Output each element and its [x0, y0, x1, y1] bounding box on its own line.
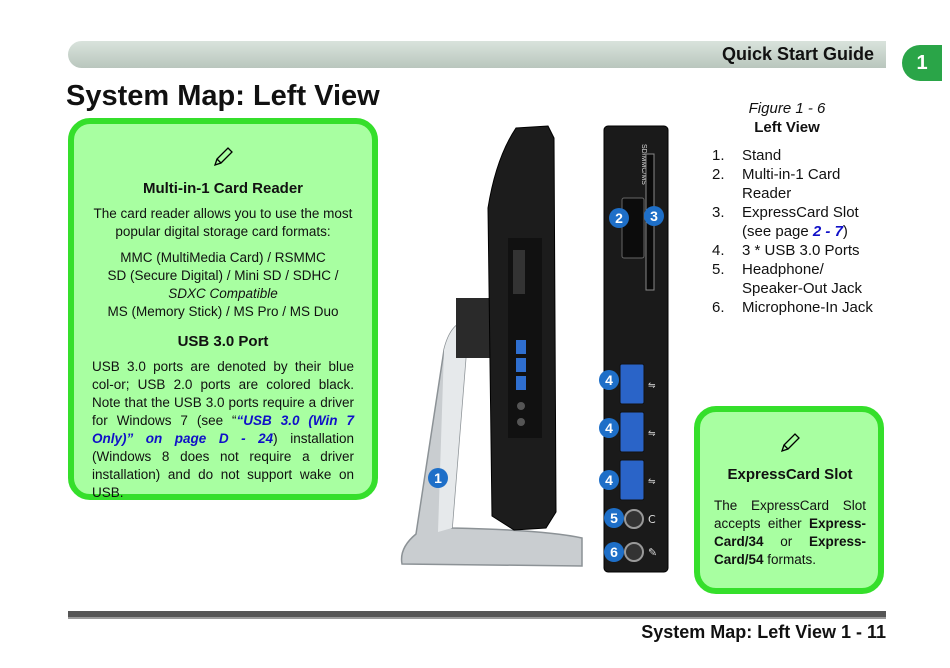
list-item: 6.Microphone-In Jack — [712, 299, 873, 316]
card-format-4: MS (Memory Stick) / MS Pro / MS Duo — [107, 304, 339, 319]
list-item: 5.Headphone/ Speaker-Out Jack — [712, 261, 863, 297]
figure-title: Left View — [754, 119, 820, 136]
usb-port-2[interactable] — [619, 411, 645, 453]
figure-legend: 1.Stand 2.Multi-in-1 Card Reader 3. Expr… — [712, 146, 882, 317]
svg-text:4: 4 — [605, 372, 613, 388]
audio-jack-small-2 — [517, 418, 525, 426]
card-format-2: SD (Secure Digital) / Mini SD / SDHC / — [107, 268, 339, 283]
card-format-1: MMC (MultiMedia Card) / RSMMC — [120, 250, 326, 265]
usb-driver-link[interactable]: “USB 3.0 (Win 7 Only)” on page D - 24 — [92, 413, 354, 446]
usb-icon: ⇋ — [648, 477, 656, 487]
svg-text:1: 1 — [434, 470, 442, 486]
headphone-icon: C — [648, 513, 656, 526]
list-item: 1.Stand — [712, 147, 782, 164]
microphone-jack[interactable] — [624, 542, 644, 562]
card-slot-small — [513, 250, 525, 294]
card-reader-slot[interactable] — [621, 197, 645, 259]
headphone-jack[interactable] — [624, 509, 644, 529]
list-item: 4.3 * USB 3.0 Ports — [712, 242, 860, 259]
usb-text-after: ) installation (Windows 8 does not requi… — [92, 431, 354, 500]
pencil-icon — [92, 146, 354, 174]
usb-port-3[interactable] — [619, 459, 645, 501]
callout-4c: 4 — [599, 470, 619, 490]
usb-icon: ⇋ — [648, 381, 656, 391]
list-item: 2.Multi-in-1 Card Reader — [712, 166, 841, 202]
header-title: Quick Start Guide — [721, 44, 874, 64]
callout-6: 6 — [604, 542, 624, 562]
svg-text:3: 3 — [650, 208, 658, 224]
callout-3: 3 — [644, 206, 664, 226]
usb-port-small-1 — [516, 340, 526, 354]
pencil-icon — [714, 432, 866, 460]
callout-4a: 4 — [599, 370, 619, 390]
svg-text:5: 5 — [610, 510, 618, 526]
card-reader-note: Multi-in-1 Card Reader The card reader a… — [68, 118, 378, 500]
footer-page-label: System Map: Left View 1 - 11 — [641, 622, 886, 642]
expresscard-text: The ExpressCard Slot accepts either Expr… — [714, 498, 866, 567]
usb-text-before: USB 3.0 ports are denoted by their blue … — [92, 359, 354, 428]
audio-jack-small-1 — [517, 402, 525, 410]
card-reader-heading: Multi-in-1 Card Reader — [142, 180, 304, 197]
port-closeup-panel — [603, 125, 669, 573]
usb-heading: USB 3.0 Port — [177, 333, 269, 350]
usb-port-1[interactable] — [619, 363, 645, 405]
expresscard-page-link[interactable]: 2 - 7 — [812, 223, 843, 240]
svg-text:2: 2 — [615, 210, 623, 226]
usb-icon: ⇋ — [648, 429, 656, 439]
callout-2: 2 — [609, 208, 629, 228]
usb-port-small-3 — [516, 376, 526, 390]
svg-text:4: 4 — [605, 472, 613, 488]
card-format-3: SDXC Compatible — [168, 286, 278, 301]
device-left-view-image: SD/MMC/MS ⇋ ⇋ ⇋ C ✎ 1 2 3 4 4 4 5 6 — [400, 125, 669, 573]
figure-number: Figure 1 - 6 — [748, 100, 826, 117]
expresscard-note: ExpressCard Slot The ExpressCard Slot ac… — [694, 406, 884, 594]
callout-4b: 4 — [599, 418, 619, 438]
chapter-tab: 1 — [902, 45, 942, 81]
microphone-icon: ✎ — [648, 546, 657, 559]
svg-text:6: 6 — [610, 544, 618, 560]
expresscard-heading: ExpressCard Slot — [727, 466, 853, 483]
figure-caption: Figure 1 - 6 Left View — [722, 100, 852, 136]
header-bar — [68, 41, 886, 68]
callout-5: 5 — [604, 508, 624, 528]
page-title: System Map: Left View — [66, 80, 380, 112]
callout-1: 1 — [428, 468, 448, 488]
card-reader-intro: The card reader allows you to use the mo… — [93, 206, 353, 239]
list-item: 3. ExpressCard Slot (see page 2 - 7) — [712, 204, 859, 240]
usb-note-text: USB 3.0 ports are denoted by their blue … — [92, 358, 354, 502]
svg-text:4: 4 — [605, 420, 613, 436]
usb-port-small-2 — [516, 358, 526, 372]
footer-bar — [68, 611, 886, 619]
slot-label: SD/MMC/MS — [640, 144, 647, 185]
